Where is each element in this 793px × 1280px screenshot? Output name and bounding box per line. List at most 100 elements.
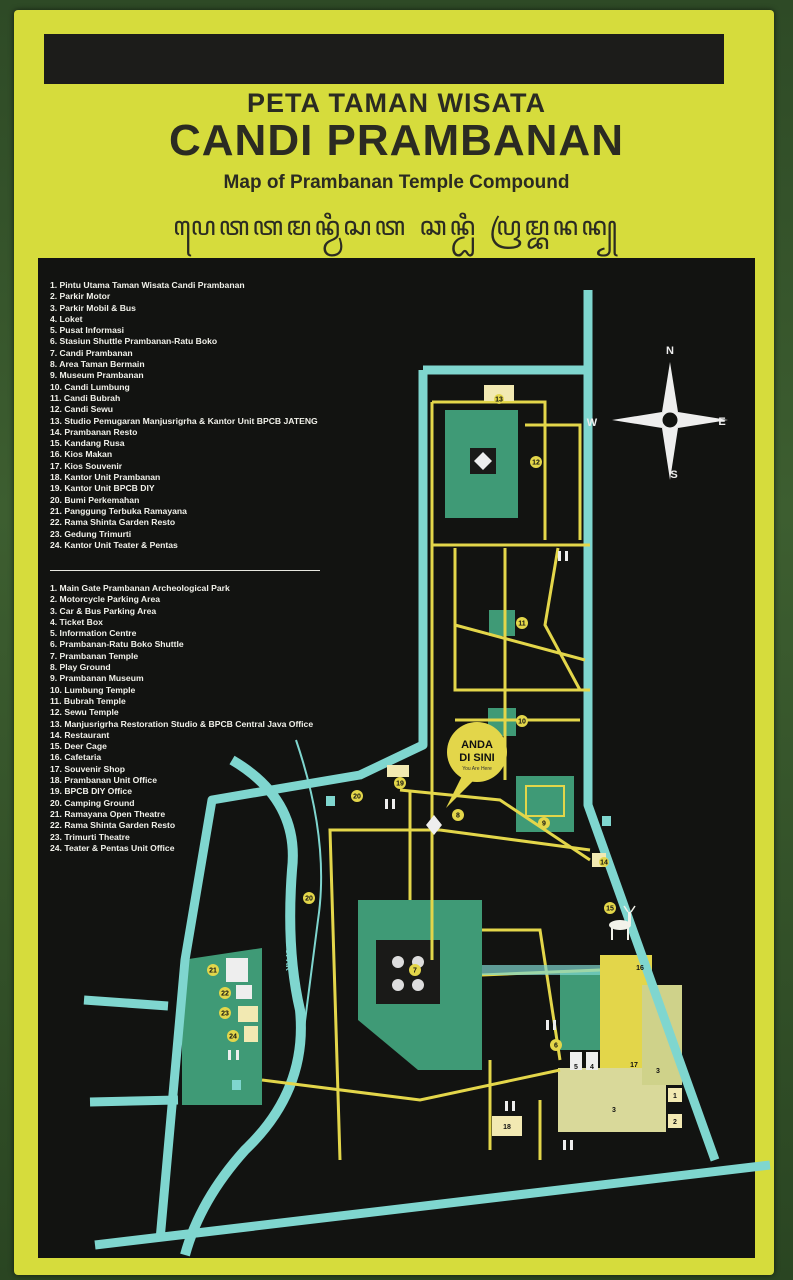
svg-text:You Are Here: You Are Here (462, 766, 492, 772)
svg-text:20: 20 (353, 794, 361, 801)
svg-text:7: 7 (413, 968, 417, 975)
legend-item: 4. Loket (50, 313, 83, 324)
river-label: SUNGAI OPAK (284, 915, 293, 971)
marker-1: 1 (668, 1088, 682, 1102)
svg-text:18: 18 (503, 1124, 511, 1131)
svg-text:S: S (670, 469, 677, 481)
main-roads (83, 290, 771, 1250)
title-line-1: PETA TAMAN WISATA (247, 88, 546, 118)
svg-text:14: 14 (600, 860, 608, 867)
deer-icon (609, 905, 636, 940)
legend-item: 19. Kantor Unit BPCB DIY (50, 483, 155, 494)
svg-text:13: 13 (495, 397, 503, 404)
svg-text:1: 1 (673, 1093, 677, 1100)
legend-item: 12. Candi Sewu (50, 404, 114, 415)
legend-item: 2. Parkir Motor (50, 291, 111, 302)
marker-23: 23 (219, 1006, 258, 1022)
svg-text:3: 3 (656, 1068, 660, 1075)
info-point (326, 796, 335, 806)
marker-17: 17 (630, 1062, 638, 1069)
legend-item: 12. Sewu Temple (50, 707, 119, 718)
service-zones (558, 955, 682, 1132)
you-are-here-bubble: ANDA DI SINI You Are Here (446, 722, 507, 808)
legend-item: 14. Restaurant (50, 729, 110, 740)
svg-text:10: 10 (518, 719, 526, 726)
legend-english: 1. Main Gate Prambanan Archeological Par… (50, 583, 313, 854)
marker-6: 6 (550, 1039, 562, 1051)
svg-text:20: 20 (305, 896, 313, 903)
toilet-icon (505, 1101, 515, 1111)
zone-bubrah (489, 610, 515, 636)
svg-text:24: 24 (229, 1034, 237, 1041)
legend-item: 3. Parkir Mobil & Bus (50, 302, 136, 313)
info-point (232, 1080, 241, 1090)
marker-11: 11 (516, 617, 528, 629)
marker-2: 2 (668, 1114, 682, 1128)
legend-item: 6. Stasiun Shuttle Prambanan-Ratu Boko (50, 336, 218, 347)
svg-text:21: 21 (209, 968, 217, 975)
legend-item: 24. Teater & Pentas Unit Office (50, 842, 175, 853)
svg-text:6: 6 (554, 1043, 558, 1050)
legend-item: 23. Gedung Trimurti (50, 528, 132, 539)
marker-4: 4 (586, 1052, 598, 1071)
marker-15: 15 (604, 902, 616, 914)
legend-item: 22. Rama Shinta Garden Resto (50, 517, 176, 528)
legend-item: 23. Trimurti Theatre (50, 831, 130, 842)
legend-indonesian: 1. Pintu Utama Taman Wisata Candi Pramba… (50, 280, 318, 551)
header-black-bar (44, 34, 724, 84)
legend-item: 14. Prambanan Resto (50, 426, 138, 437)
toilet-icons (228, 551, 573, 1150)
info-points (232, 796, 611, 1090)
walkway-east (482, 965, 600, 975)
svg-text:5: 5 (574, 1064, 578, 1071)
legend-item: 13. Manjusrigrha Restoration Studio & BP… (50, 718, 314, 729)
marker-10: 10 (516, 715, 528, 727)
svg-text:15: 15 (606, 906, 614, 913)
marker-5: 5 (570, 1052, 582, 1071)
marker-20a: 20 (351, 790, 363, 802)
legend-item: 16. Cafetaria (50, 752, 102, 763)
marker-22: 22 (219, 985, 252, 999)
svg-text:9: 9 (542, 821, 546, 828)
legend-item: 20. Camping Ground (50, 797, 135, 808)
marker-9: 9 (538, 817, 550, 829)
legend-item: 7. Candi Prambanan (50, 347, 133, 358)
legend-item: 15. Deer Cage (50, 741, 107, 752)
title-line-2: CANDI PRAMBANAN (169, 116, 624, 165)
river-sungai-opak (180, 755, 306, 1257)
marker-3b: 3 (656, 1068, 660, 1075)
subtitle: Map of Prambanan Temple Compound (223, 172, 570, 193)
legend-item: 22. Rama Shinta Garden Resto (50, 820, 176, 831)
legend-item: 1. Main Gate Prambanan Archeological Par… (50, 583, 230, 593)
svg-text:N: N (666, 345, 674, 357)
legend-item: 5. Pusat Informasi (50, 325, 125, 336)
museum-icon (525, 785, 565, 817)
legend-item: 20. Bumi Perkemahan (50, 494, 140, 505)
legend-item: 21. Panggung Terbuka Ramayana (50, 505, 187, 516)
legend-item: 3. Car & Bus Parking Area (50, 605, 157, 616)
toilet-icon (546, 1020, 556, 1030)
toilet-icon (558, 551, 568, 561)
toilet-icon (563, 1140, 573, 1150)
legend-item: 11. Bubrah Temple (50, 695, 126, 706)
legend-item: 18. Kantor Unit Prambanan (50, 472, 161, 483)
legend-item: 9. Museum Prambanan (50, 370, 144, 381)
legend-item: 1. Pintu Utama Taman Wisata Candi Pramba… (50, 280, 245, 290)
svg-text:ANDA: ANDA (461, 739, 493, 751)
prambanan-temple-icon (376, 940, 440, 1004)
marker-14: 14 (592, 853, 609, 867)
svg-text:E: E (718, 416, 725, 428)
legend-item: 21. Ramayana Open Theatre (50, 808, 166, 819)
svg-text:8: 8 (456, 813, 460, 820)
legend-item: 9. Prambanan Museum (50, 673, 144, 684)
marker-16: 16 (636, 965, 644, 972)
svg-text:2: 2 (673, 1119, 677, 1126)
legend-item: 8. Play Ground (50, 662, 111, 673)
javanese-script-title: ꦥꦺꦠꦠꦩꦤ꧀ꦮꦶꦱꦠ ꦕꦤ꧀ꦝꦶ ꦥꦿꦩ꧀ꦧꦤꦤ꧀ (172, 212, 621, 242)
legend-item: 6. Prambanan-Ratu Boko Shuttle (50, 639, 184, 650)
legend-item: 13. Studio Pemugaran Manjusrigrha & Kant… (50, 415, 318, 426)
legend-item: 7. Prambanan Temple (50, 650, 139, 661)
marker-13: 13 (484, 385, 514, 404)
zone-car-parking (558, 1068, 666, 1132)
